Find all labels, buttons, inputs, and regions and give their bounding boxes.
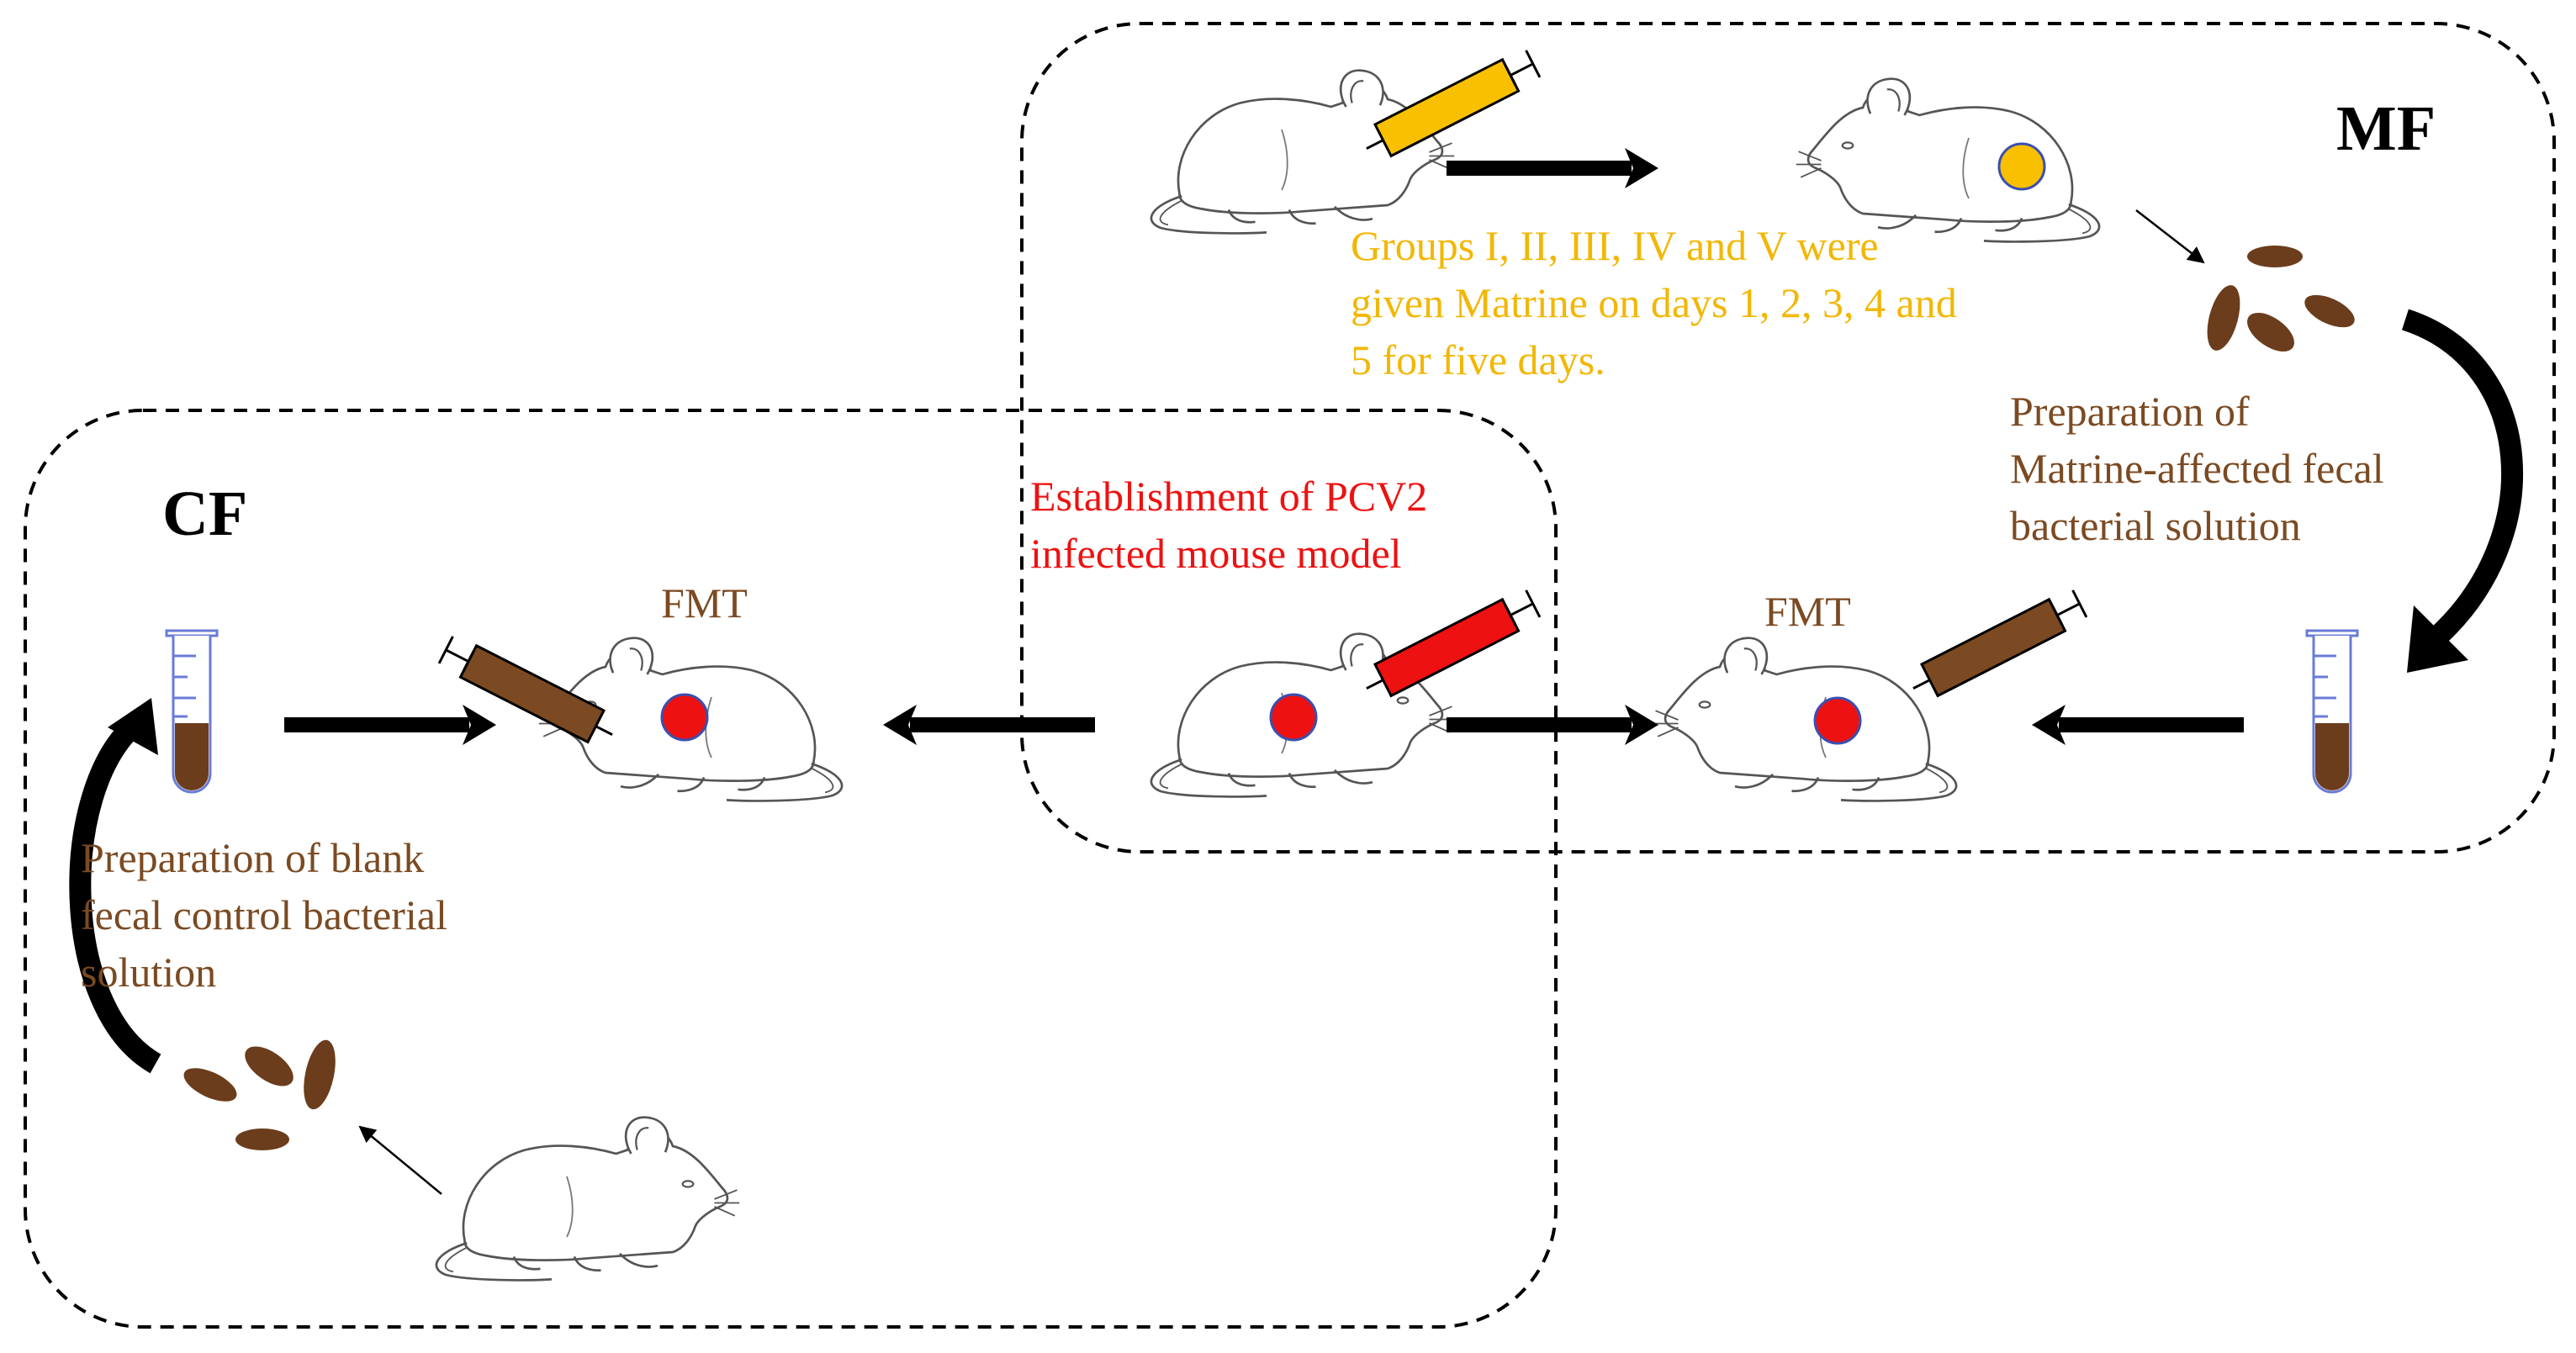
infection-dot <box>1269 693 1318 742</box>
arrow-icon <box>1447 705 1658 745</box>
arrow-icon <box>1447 148 1658 188</box>
feces-icon <box>2207 246 2355 352</box>
matrine-groups-label: Groups I, II, III, IV and V were given M… <box>1351 222 1957 383</box>
establishment-label: Establishment of PCV2 infected mouse mod… <box>1030 473 1428 577</box>
test-tube-icon <box>2305 629 2359 794</box>
syringe-icon <box>1358 589 1542 704</box>
mf-group-boundary <box>1020 22 2556 854</box>
infection-dot <box>660 693 709 742</box>
feces-icon <box>183 1039 336 1150</box>
test-tube-icon <box>165 629 219 794</box>
syringe-icon <box>1358 49 1542 164</box>
cf-group-boundary <box>24 409 1558 1329</box>
syringe-icon <box>1905 589 2088 704</box>
prep-blank-label: Preparation of blank fecal control bacte… <box>81 834 447 996</box>
matrine-dot <box>1997 142 2046 191</box>
fmt-right-label: FMT <box>1764 588 1851 635</box>
infection-dot <box>1813 696 1862 745</box>
mouse-icon <box>435 1116 741 1282</box>
cf-group-label: CF <box>162 478 248 549</box>
fmt-left-label: FMT <box>661 579 748 626</box>
prep-matrine-label: Preparation of Matrine-affected fecal ba… <box>2010 388 2384 549</box>
arrow-icon <box>883 705 1095 745</box>
arrow-icon <box>2032 705 2244 745</box>
arrow-icon <box>358 1125 442 1195</box>
syringe-icon <box>437 635 621 750</box>
arrow-icon <box>2401 309 2524 647</box>
arrow-icon <box>2135 209 2205 264</box>
mouse-icon <box>1150 69 1456 235</box>
arrow-icon <box>69 716 161 1074</box>
mf-group-label: MF <box>2336 93 2436 164</box>
arrow-icon <box>284 705 496 745</box>
mouse-icon <box>1652 637 1958 802</box>
